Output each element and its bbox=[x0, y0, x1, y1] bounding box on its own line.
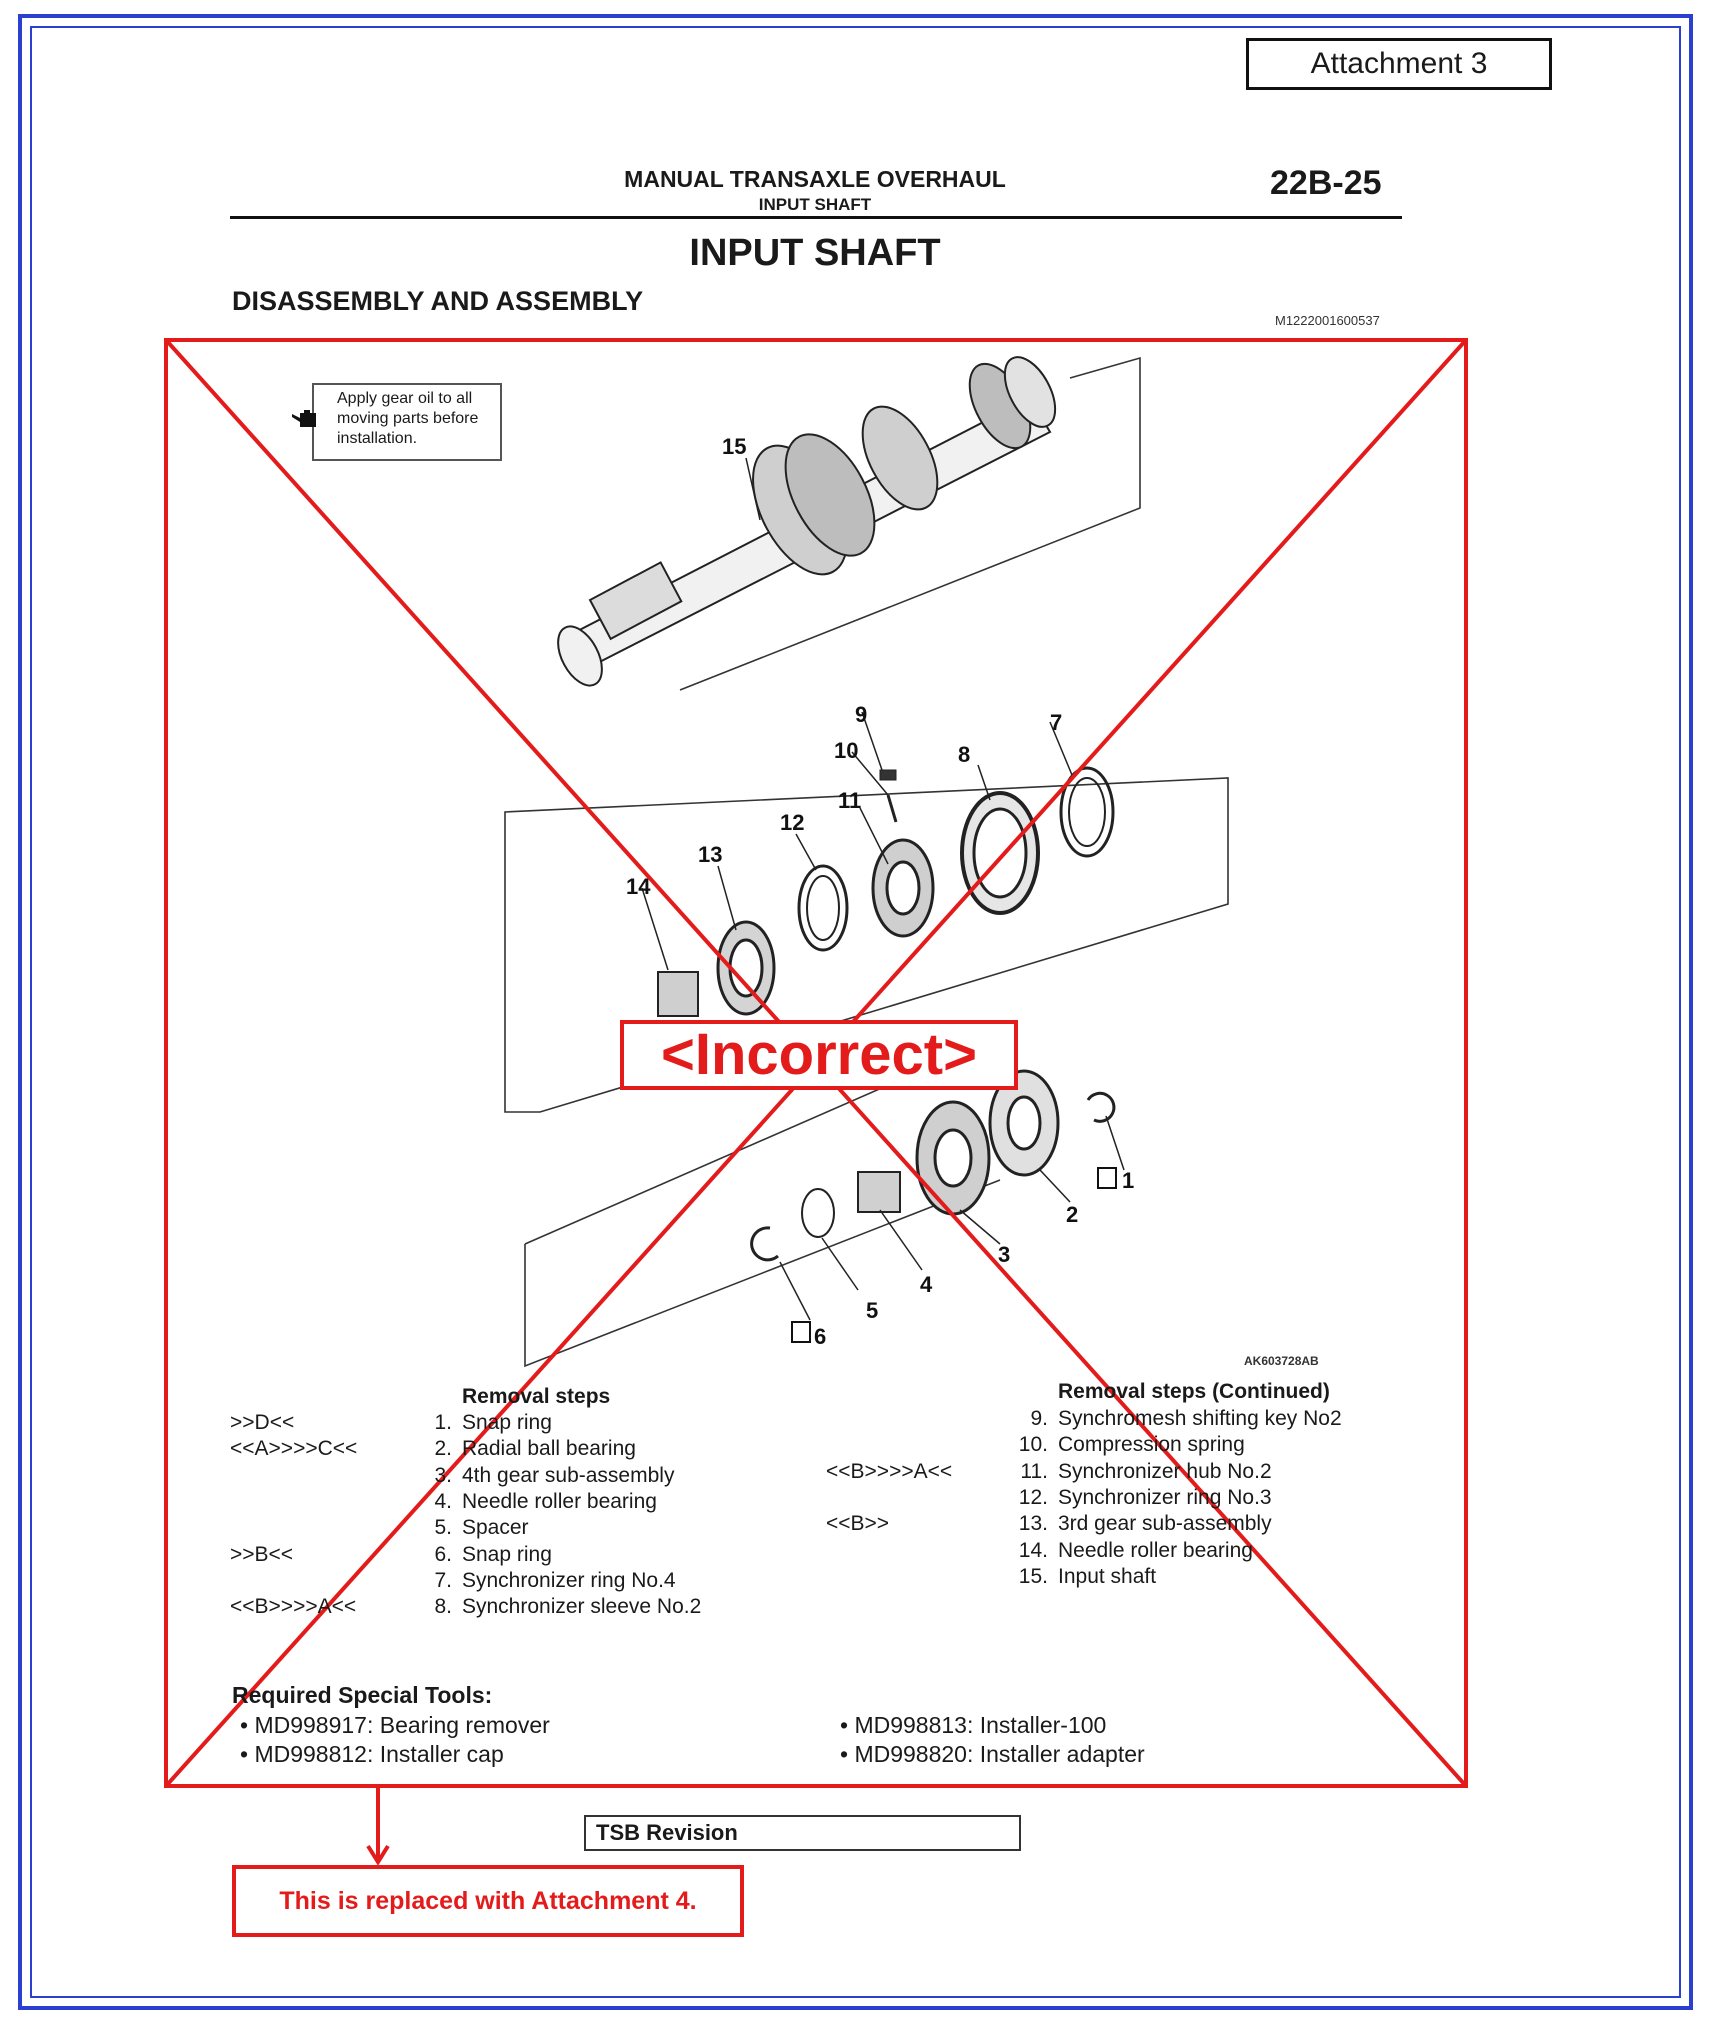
incorrect-stamp: <Incorrect> bbox=[620, 1020, 1018, 1090]
step-label: 4th gear sub-assembly bbox=[462, 1463, 675, 1487]
tool-item: • MD998820: Installer adapter bbox=[840, 1741, 1145, 1767]
header-subtitle: INPUT SHAFT bbox=[758, 195, 872, 214]
step-mark-a: <<A>> bbox=[230, 1437, 294, 1461]
oil-can-icon bbox=[292, 410, 316, 427]
lower-panel-outline bbox=[524, 1079, 1001, 1368]
replacement-note: This is replaced with Attachment 4. bbox=[232, 1865, 744, 1937]
removal-step: <<B>> 13. 3rd gear sub-assembly bbox=[826, 1512, 1272, 1538]
step-number: 9. bbox=[1030, 1407, 1048, 1430]
step-number: 15. bbox=[1018, 1564, 1048, 1588]
attachment-label: Attachment 3 bbox=[1246, 38, 1552, 90]
step-number: 5. bbox=[434, 1516, 452, 1540]
new-part-marker-1 bbox=[1097, 1167, 1117, 1189]
callout-1: 1 bbox=[1122, 1168, 1134, 1193]
page-number: 22B-25 bbox=[1270, 164, 1382, 202]
section-title: DISASSEMBLY AND ASSEMBLY bbox=[232, 286, 644, 316]
page-frame-outer bbox=[18, 14, 1693, 2010]
step-label: Compression spring bbox=[1058, 1433, 1245, 1457]
header-rule bbox=[230, 216, 1402, 219]
shaft-panel-outline bbox=[679, 356, 1141, 691]
step-label: Synchronizer ring No.3 bbox=[1058, 1485, 1272, 1509]
step-label: Snap ring bbox=[462, 1411, 552, 1434]
step-label: Needle roller bearing bbox=[1058, 1538, 1253, 1562]
removal-step: <<B>>>>A<< 11. Synchronizer hub No.2 bbox=[826, 1459, 1272, 1486]
tsb-revision-box: TSB Revision bbox=[584, 1815, 1021, 1851]
step-label: Snap ring bbox=[462, 1542, 552, 1566]
step-label: Radial ball bearing bbox=[462, 1437, 636, 1461]
step-mark-b: >>A<< bbox=[293, 1595, 357, 1619]
step-label: Synchronizer sleeve No.2 bbox=[462, 1595, 702, 1619]
document-code: M1222001600537 bbox=[1275, 313, 1380, 328]
removal-step: <<A>>>>C<< 2. Radial ball bearing bbox=[230, 1437, 636, 1463]
callout-5: 5 bbox=[866, 1298, 878, 1323]
arrow-head bbox=[366, 1844, 390, 1866]
step-label: Synchronizer hub No.2 bbox=[1058, 1459, 1272, 1483]
main-title: INPUT SHAFT bbox=[689, 232, 941, 274]
callout-4: 4 bbox=[920, 1272, 933, 1297]
step-label: Input shaft bbox=[1058, 1564, 1157, 1588]
step-label: Needle roller bearing bbox=[462, 1489, 657, 1513]
step-number: 7. bbox=[434, 1568, 452, 1592]
input-shaft bbox=[557, 356, 1057, 687]
callout-13: 13 bbox=[698, 842, 722, 867]
header-title: MANUAL TRANSAXLE OVERHAUL bbox=[624, 166, 1006, 192]
step-number: 14. bbox=[1018, 1538, 1048, 1562]
callout-12: 12 bbox=[780, 810, 804, 835]
figure-code: AK603728AB bbox=[1244, 1354, 1319, 1368]
step-label: Synchronizer ring No.4 bbox=[462, 1568, 676, 1592]
step-number: 13. bbox=[1018, 1512, 1048, 1536]
step-number: 1. bbox=[434, 1411, 452, 1434]
special-tools-heading: Required Special Tools: bbox=[232, 1682, 493, 1708]
callout-15: 15 bbox=[722, 434, 746, 459]
step-number: 2. bbox=[434, 1437, 452, 1461]
step-label: 3rd gear sub-assembly bbox=[1058, 1512, 1272, 1536]
step-number: 4. bbox=[434, 1489, 452, 1513]
callout-8: 8 bbox=[958, 742, 970, 767]
tool-item: • MD998917: Bearing remover bbox=[240, 1712, 550, 1738]
callout-3: 3 bbox=[998, 1242, 1010, 1267]
tool-item: • MD998812: Installer cap bbox=[240, 1741, 504, 1767]
step-mark-a: <<B>> bbox=[826, 1459, 890, 1483]
step-number: 3. bbox=[434, 1463, 452, 1487]
step-number: 11. bbox=[1020, 1459, 1048, 1483]
step-number: 6. bbox=[434, 1542, 452, 1566]
step-label: Synchromesh shifting key No2 bbox=[1058, 1407, 1342, 1430]
step-mark-b: >>C<< bbox=[293, 1437, 358, 1461]
step-mark-b: >>A<< bbox=[889, 1459, 953, 1483]
removal-step: >>B<< 6. Snap ring bbox=[230, 1542, 552, 1569]
removal-step: <<B>>>>A<< 8. Synchronizer sleeve No.2 bbox=[230, 1595, 701, 1621]
middle-parts bbox=[657, 766, 1115, 1017]
step-number: 8. bbox=[434, 1595, 452, 1619]
callout-9: 9 bbox=[855, 702, 867, 727]
callout-6: 6 bbox=[814, 1324, 826, 1349]
callout-10: 10 bbox=[834, 738, 858, 763]
removal-step: >>D<< 1. Snap ring bbox=[230, 1411, 552, 1437]
step-label: Spacer bbox=[462, 1516, 529, 1540]
new-part-marker-6 bbox=[791, 1321, 811, 1343]
note-text: Apply gear oil to all moving parts befor… bbox=[337, 390, 479, 447]
step-mark-b: >>B<< bbox=[230, 1542, 294, 1566]
callout-11: 11 bbox=[838, 788, 861, 813]
step-mark-b: >>D<< bbox=[230, 1411, 295, 1434]
tool-item: • MD998813: Installer-100 bbox=[840, 1712, 1107, 1738]
correction-frame bbox=[164, 338, 1468, 1788]
step-mark-a: <<B>> bbox=[826, 1512, 890, 1536]
removal-steps-heading: Removal steps bbox=[462, 1385, 611, 1408]
step-number: 12. bbox=[1018, 1485, 1048, 1509]
page-frame-inner bbox=[30, 26, 1681, 1998]
callout-14: 14 bbox=[626, 874, 651, 899]
step-mark-a: <<B>> bbox=[230, 1595, 294, 1619]
step-number: 10. bbox=[1018, 1433, 1048, 1457]
removal-steps-continued-heading: Removal steps (Continued) bbox=[1058, 1380, 1330, 1403]
callout-7: 7 bbox=[1050, 710, 1062, 735]
callout-2: 2 bbox=[1066, 1202, 1078, 1227]
lower-parts bbox=[750, 1069, 1116, 1262]
